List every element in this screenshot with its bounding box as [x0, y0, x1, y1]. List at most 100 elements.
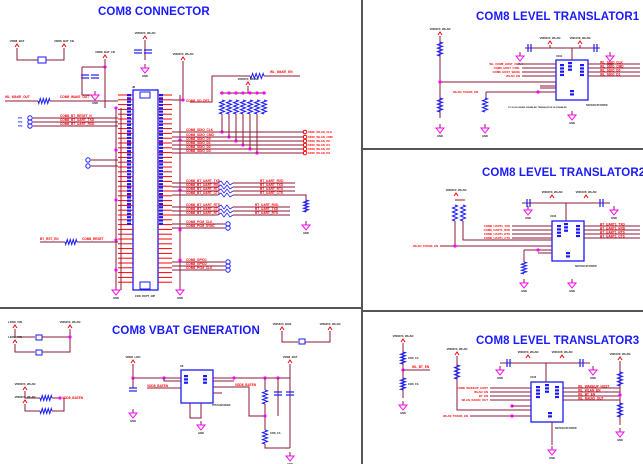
pin-label-block [159, 186, 163, 189]
net-label: WL_COM8_HOST_CLK [489, 62, 520, 66]
pin-label-block [127, 117, 131, 120]
power-arrow-icon [14, 43, 20, 48]
ground-label: GND [549, 456, 555, 460]
power-arrow-icon [142, 35, 148, 40]
net-label: COM8_BT_UART_RXD [60, 122, 95, 126]
net-label: COM8_BT_UART_TXD [60, 118, 95, 122]
pin-label-block [127, 193, 131, 196]
resistor-icon [398, 377, 408, 391]
net-label: COM8_SDIO_D0 [186, 137, 211, 141]
pin-label-block [159, 160, 163, 163]
pin-label-block [159, 123, 163, 126]
junction-dot [232, 376, 236, 380]
pin-label-block [127, 150, 131, 153]
net-label: COM8_UART1_TXD [484, 224, 510, 228]
junction-dot [114, 198, 118, 202]
net-label: WL_BT_EN [412, 365, 430, 369]
pin-label-block [127, 103, 131, 107]
junction-dot [536, 90, 540, 94]
pin-label-block [159, 143, 163, 146]
junction-dot [248, 91, 252, 95]
ground-label: GND [130, 419, 136, 423]
resistor-icon [39, 393, 53, 403]
pin-label-block [580, 64, 584, 67]
pin-label-block [127, 176, 131, 179]
junction-dot [220, 91, 224, 95]
pin-label-block [159, 166, 163, 169]
wire [295, 194, 307, 212]
net-label: WL_SDIO_CMD [600, 65, 624, 69]
section-title-connector: COM8 CONNECTOR [98, 6, 210, 18]
power-label: VDD8_LDO [126, 355, 142, 359]
power-label: VDD3V3_WLAN [173, 52, 194, 56]
power-arrow-icon [583, 194, 589, 199]
pin-label-block [560, 67, 564, 70]
pin-label-block [536, 395, 540, 399]
ground-icon [110, 289, 122, 296]
resistor-icon [398, 351, 408, 365]
translator2-ic [551, 220, 585, 262]
pin-label-block [127, 94, 131, 97]
junction-dot [262, 91, 266, 95]
ground-label: GND [521, 289, 527, 293]
pin-label-block [127, 140, 131, 143]
divider-left-horizontal [0, 307, 361, 309]
resistor-array-icon [217, 212, 234, 218]
wire [213, 386, 265, 417]
ground-label: GND [569, 121, 575, 125]
pin-label-block [576, 231, 580, 234]
power-label: VDD3V3_WLAN [238, 77, 259, 81]
section-title-translator3: COM8 LEVEL TRANSLATOR3 [476, 335, 640, 347]
ground-icon [566, 114, 578, 121]
pin-label-block [560, 64, 564, 67]
test-point-label: TP2 [18, 121, 23, 124]
pin-label-block [568, 65, 572, 68]
pin-label-block [127, 169, 131, 173]
pin-label-block [580, 67, 584, 70]
pin-label-block [127, 113, 131, 116]
power-arrow-icon [577, 40, 583, 45]
pin-label-block [555, 386, 559, 389]
junction-dot [181, 98, 185, 102]
junction-dot [227, 91, 231, 95]
net-label: WLAN_EN [506, 74, 520, 78]
ground-label: GND [303, 231, 309, 235]
junction-dot [241, 91, 245, 95]
pin-label-block [159, 127, 163, 130]
off-page-connector-icon [302, 150, 308, 156]
wire [163, 378, 181, 382]
junction-dot [58, 396, 62, 400]
ground-label: GND [92, 101, 98, 105]
power-label: VDD3V3_WLAN [446, 188, 467, 192]
resistor-icon [480, 97, 490, 113]
pin-label-block [580, 70, 584, 73]
net-label: COM8_BT_UART_CTS [186, 207, 220, 211]
net-label: WL_SDIO_D0 [600, 69, 621, 73]
ground-label: GND [400, 411, 406, 415]
test-point-icon [225, 225, 231, 231]
pin-label-block [159, 120, 163, 123]
wire [264, 444, 290, 449]
power-arrow-icon [617, 356, 623, 361]
pin-label-block [159, 176, 163, 179]
net-label: WLAN_EN [474, 390, 488, 394]
net-label: WL_WLAN_EN [578, 389, 601, 393]
power-arrow-icon [67, 324, 73, 329]
off-page-label: SDIO_WLAN_CLK [308, 130, 332, 134]
section-title-translator1: COM8 LEVEL TRANSLATOR1 [476, 11, 640, 23]
ground-label: GND [611, 216, 617, 220]
pin-label-block [203, 381, 207, 384]
net-label: COM8_PCM_SYNC [186, 224, 215, 228]
pin-label-block [159, 163, 163, 166]
wire [16, 48, 38, 61]
ground-icon [518, 282, 530, 289]
junction-dot [255, 91, 259, 95]
pin-label-block [159, 212, 163, 215]
ground-label: GND [517, 62, 523, 66]
resistor-icon [252, 99, 262, 115]
wire [46, 48, 65, 61]
ground-icon [494, 369, 506, 376]
junction-dot [178, 258, 182, 262]
connector-key [139, 91, 151, 99]
ground-label: GND [177, 296, 183, 300]
